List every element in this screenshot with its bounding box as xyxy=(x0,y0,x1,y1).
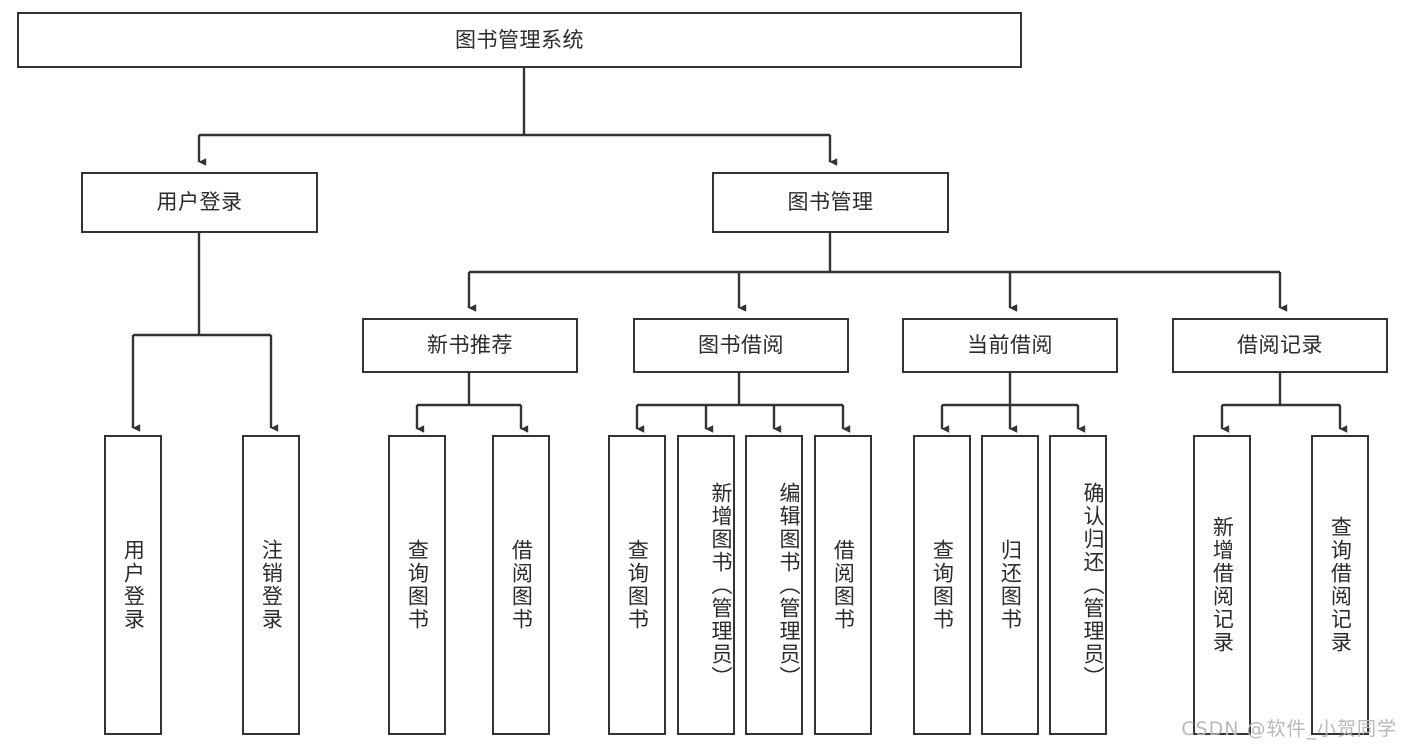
node-leaf-logout-label: 注销登录 xyxy=(259,539,284,631)
node-leaf-confirm-return-admin-label: 确认归还（管理员） xyxy=(1081,481,1105,689)
node-leaf-add-borrow-record-label: 新增借阅记录 xyxy=(1210,516,1235,654)
node-leaf-return-book[interactable]: 归还图书 xyxy=(981,435,1039,735)
node-leaf-logout[interactable]: 注销登录 xyxy=(242,435,300,735)
node-book-management-label: 图书管理 xyxy=(787,190,874,215)
node-leaf-query-borrow-record[interactable]: 查询借阅记录 xyxy=(1311,435,1369,735)
node-new-book-recommend-label: 新书推荐 xyxy=(427,333,513,358)
node-leaf-user-login[interactable]: 用户登录 xyxy=(104,435,162,735)
node-current-borrow-label: 当前借阅 xyxy=(967,333,1053,358)
node-leaf-query-borrow-record-label: 查询借阅记录 xyxy=(1328,516,1353,654)
node-root[interactable]: 图书管理系统 xyxy=(17,12,1022,68)
node-leaf-return-book-label: 归还图书 xyxy=(998,539,1023,631)
node-user-login[interactable]: 用户登录 xyxy=(81,172,318,233)
node-leaf-borrow-book[interactable]: 借阅图书 xyxy=(814,435,872,735)
node-leaf-confirm-return-admin[interactable]: 确认归还（管理员） xyxy=(1049,435,1107,735)
node-book-management[interactable]: 图书管理 xyxy=(712,172,949,233)
node-leaf-current-query-book[interactable]: 查询图书 xyxy=(913,435,971,735)
node-leaf-newbook-query-book[interactable]: 查询图书 xyxy=(388,435,446,735)
node-leaf-borrow-book-label: 借阅图书 xyxy=(831,539,856,631)
node-leaf-user-login-label: 用户登录 xyxy=(121,539,146,631)
csdn-watermark: CSDN @软件_小贺同学 xyxy=(1181,718,1397,740)
node-borrow-record[interactable]: 借阅记录 xyxy=(1172,318,1388,373)
node-root-label: 图书管理系统 xyxy=(455,27,584,52)
node-leaf-add-borrow-record[interactable]: 新增借阅记录 xyxy=(1193,435,1251,735)
node-leaf-newbook-borrow-book[interactable]: 借阅图书 xyxy=(492,435,550,735)
node-user-login-label: 用户登录 xyxy=(156,190,243,215)
node-leaf-edit-book-admin-label: 编辑图书（管理员） xyxy=(777,481,801,689)
node-leaf-edit-book-admin[interactable]: 编辑图书（管理员） xyxy=(745,435,803,735)
node-leaf-newbook-query-book-label: 查询图书 xyxy=(405,539,430,631)
node-leaf-newbook-borrow-book-label: 借阅图书 xyxy=(509,539,534,631)
node-leaf-current-query-book-label: 查询图书 xyxy=(930,539,955,631)
node-book-borrow-label: 图书借阅 xyxy=(698,333,784,358)
node-new-book-recommend[interactable]: 新书推荐 xyxy=(362,318,578,373)
node-leaf-add-book-admin-label: 新增图书（管理员） xyxy=(709,481,733,689)
node-book-borrow[interactable]: 图书借阅 xyxy=(633,318,849,373)
node-leaf-add-book-admin[interactable]: 新增图书（管理员） xyxy=(677,435,735,735)
node-borrow-record-label: 借阅记录 xyxy=(1237,333,1323,358)
node-leaf-borrow-query-book[interactable]: 查询图书 xyxy=(608,435,666,735)
node-current-borrow[interactable]: 当前借阅 xyxy=(902,318,1118,373)
node-leaf-borrow-query-book-label: 查询图书 xyxy=(625,539,650,631)
